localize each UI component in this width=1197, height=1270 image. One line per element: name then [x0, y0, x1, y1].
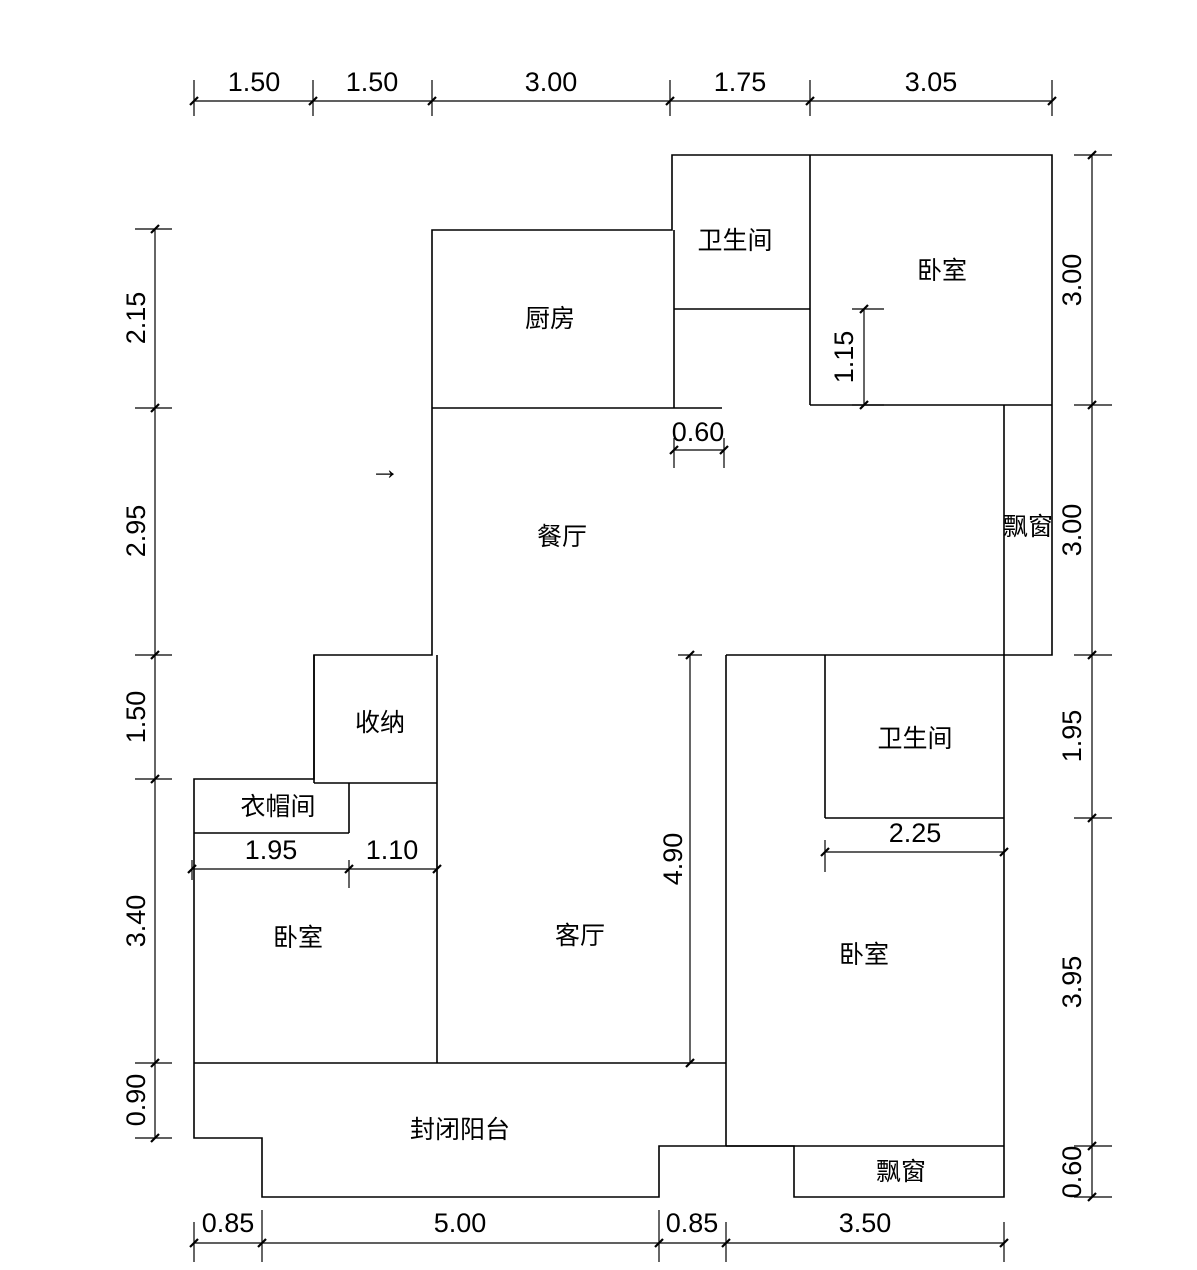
- tick-right-2: [1087, 400, 1097, 410]
- dim-label-living-depth: 4.90: [658, 833, 688, 886]
- tick-living-depth-bottom: [685, 1058, 695, 1068]
- dim-label-top-1: 1.50: [228, 67, 281, 97]
- tick-left-1: [150, 224, 160, 234]
- tick-top-4: [665, 96, 675, 106]
- dim-label-right-2: 3.00: [1057, 504, 1087, 557]
- tick-left-6: [150, 1133, 160, 1143]
- tick-kitchen-offset-left: [669, 445, 679, 455]
- dim-label-right-1: 3.00: [1057, 254, 1087, 307]
- room-label-bay-window-bottom: 飘窗: [876, 1158, 926, 1186]
- tick-top-3: [427, 96, 437, 106]
- dim-label-left-4: 3.40: [121, 895, 151, 948]
- tick-living-depth-top: [685, 650, 695, 660]
- dim-label-left-1: 2.15: [121, 292, 151, 345]
- dim-label-left-3: 1.50: [121, 691, 151, 744]
- tick-right-5: [1087, 1141, 1097, 1151]
- dim-label-bottom-4: 3.50: [839, 1208, 892, 1238]
- dim-label-cloak-width: 1.95: [245, 835, 298, 865]
- tick-top-1: [189, 96, 199, 106]
- dim-label-right-5: 0.60: [1057, 1146, 1087, 1199]
- tick-right-4: [1087, 813, 1097, 823]
- room-label-kitchen: 厨房: [525, 305, 575, 333]
- tick-kitchen-offset-right: [719, 445, 729, 455]
- walls: [193, 154, 1053, 1198]
- tick-left-3: [150, 650, 160, 660]
- room-label-cloakroom: 衣帽间: [240, 793, 315, 821]
- dim-label-bottom-1: 0.85: [202, 1208, 255, 1238]
- room-label-bathroom-top: 卫生间: [697, 227, 772, 255]
- dim-label-top-3: 3.00: [525, 67, 578, 97]
- dimension-ticks: [150, 96, 1097, 1248]
- dim-label-cloak-gap: 1.10: [366, 835, 419, 865]
- room-label-bathroom-right: 卫生间: [877, 725, 952, 753]
- tick-bedroom-bay-top: [859, 304, 869, 314]
- tick-top-5: [805, 96, 815, 106]
- dim-label-bottom-3: 0.85: [666, 1208, 719, 1238]
- tick-cloak-mid: [344, 864, 354, 874]
- room-label-storage: 收纳: [355, 709, 405, 737]
- tick-bathroom-width-left: [820, 847, 830, 857]
- outer-wall: [193, 154, 1053, 1198]
- room-label-enclosed-balcony: 封闭阳台: [410, 1116, 510, 1144]
- dim-label-right-3: 1.95: [1057, 710, 1087, 763]
- dim-label-bottom-2: 5.00: [434, 1208, 487, 1238]
- tick-left-4: [150, 774, 160, 784]
- tick-left-5: [150, 1058, 160, 1068]
- dim-label-kitchen-offset: 0.60: [672, 417, 725, 447]
- tick-bottom-4: [721, 1238, 731, 1248]
- room-label-bedroom-top-right: 卧室: [917, 257, 967, 285]
- entrance-arrow-icon: →: [370, 453, 400, 486]
- tick-right-3: [1087, 650, 1097, 660]
- tick-right-6: [1087, 1192, 1097, 1202]
- tick-bottom-1: [189, 1238, 199, 1248]
- dim-label-bedroom-bay: 1.15: [829, 331, 859, 384]
- room-label-bedroom-bottom-right: 卧室: [839, 941, 889, 969]
- dim-label-left-2: 2.95: [121, 505, 151, 558]
- dimension-labels: 1.50 1.50 3.00 1.75 3.05 0.85 5.00 0.85 …: [121, 67, 1087, 1238]
- dim-label-top-4: 1.75: [714, 67, 767, 97]
- tick-cloak-left: [187, 864, 197, 874]
- tick-bathroom-width-right: [999, 847, 1009, 857]
- dim-label-left-5: 0.90: [121, 1074, 151, 1127]
- room-label-dining: 餐厅: [537, 523, 587, 551]
- dim-label-top-5: 3.05: [905, 67, 958, 97]
- room-label-bay-window-right: 飘窗: [1003, 513, 1053, 541]
- tick-bottom-2: [257, 1238, 267, 1248]
- room-labels: 卫生间 卧室 厨房 餐厅 飘窗 收纳 衣帽间 卧室 客厅 卫生间 卧室 封闭阳台…: [240, 227, 1053, 1186]
- tick-left-2: [150, 403, 160, 413]
- tick-top-2: [308, 96, 318, 106]
- tick-right-1: [1087, 150, 1097, 160]
- tick-bottom-3: [654, 1238, 664, 1248]
- dim-label-top-2: 1.50: [346, 67, 399, 97]
- dimension-lines: [135, 80, 1112, 1262]
- room-label-bedroom-left: 卧室: [273, 924, 323, 952]
- dim-label-bathroom-width: 2.25: [889, 818, 942, 848]
- tick-cloak-right: [432, 864, 442, 874]
- room-label-living: 客厅: [555, 922, 605, 950]
- tick-bottom-5: [999, 1238, 1009, 1248]
- tick-bedroom-bay-bottom: [859, 400, 869, 410]
- dim-label-right-4: 3.95: [1057, 956, 1087, 1009]
- tick-top-6: [1047, 96, 1057, 106]
